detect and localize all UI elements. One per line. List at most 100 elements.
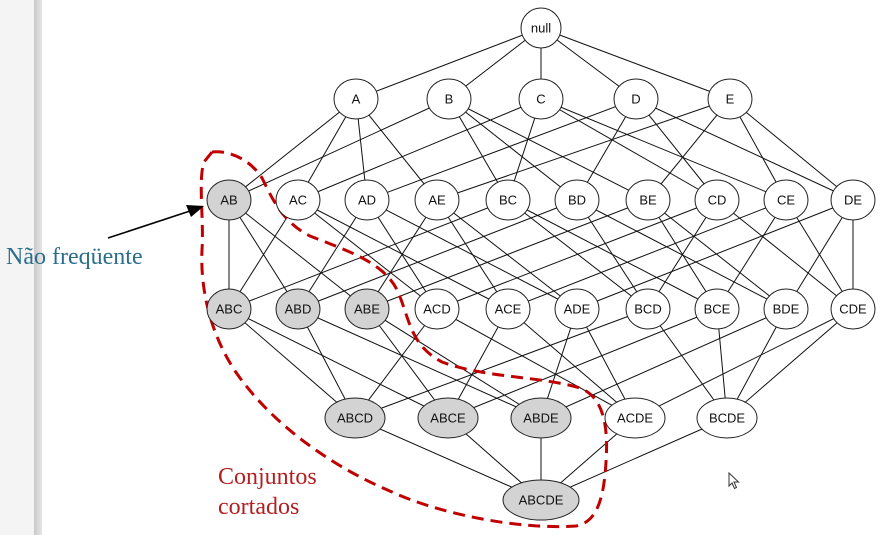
node-shape-ce: [763, 179, 809, 221]
edge-abe-abde: [366, 308, 542, 419]
node-label-cd: CD: [708, 193, 727, 208]
node-ac: AC: [275, 179, 321, 221]
node-cde: CDE: [830, 288, 876, 330]
node-label-cde: CDE: [839, 302, 867, 317]
node-label-acd: ACD: [423, 302, 450, 317]
node-ace: ACE: [485, 288, 531, 330]
node-label-abc: ABC: [216, 302, 243, 317]
node-b: B: [426, 78, 472, 120]
node-label-b: B: [445, 92, 454, 107]
node-shape-abcd: [324, 397, 386, 439]
edge-de-ade: [576, 199, 854, 310]
node-label-be: BE: [639, 193, 657, 208]
node-label-bcd: BCD: [634, 302, 661, 317]
edge-null-e: [540, 27, 731, 100]
node-shape-c: [518, 78, 564, 120]
node-shape-acd: [414, 288, 460, 330]
node-label-ab: AB: [220, 193, 237, 208]
node-label-ace: ACE: [495, 302, 522, 317]
edge-c-ac: [297, 98, 542, 201]
node-shape-abde: [510, 397, 572, 439]
node-bce: BCE: [694, 288, 740, 330]
node-label-abcde: ABCDE: [519, 493, 564, 508]
node-abce: ABCE: [417, 397, 479, 439]
edge-abc-abcd: [228, 308, 356, 419]
node-label-abde: ABDE: [523, 411, 559, 426]
node-label-e: E: [726, 92, 735, 107]
node-label-ae: AE: [428, 193, 446, 208]
edge-ce-ace: [507, 199, 787, 310]
node-label-ad: AD: [358, 193, 376, 208]
node-be: BE: [625, 179, 671, 221]
node-label-abce: ABCE: [430, 411, 466, 426]
pruned-caption: Conjuntos cortados: [218, 462, 317, 522]
node-shape-b: [426, 78, 472, 120]
edge-bd-abd: [297, 199, 578, 310]
node-shape-d: [613, 78, 659, 120]
node-ab: AB: [206, 179, 252, 221]
arrow-icon: [186, 205, 204, 217]
edge-abc-abce: [228, 308, 449, 419]
edge-c-cd: [540, 98, 718, 201]
node-de: DE: [830, 179, 876, 221]
node-shape-ade: [554, 288, 600, 330]
node-shape-bde: [763, 288, 809, 330]
edge-ad-abd: [297, 199, 368, 310]
node-shape-bcd: [625, 288, 671, 330]
edge-acd-acde: [436, 308, 636, 419]
node-abcde: ABCDE: [502, 479, 580, 521]
pruned-region-outline: [199, 150, 609, 529]
node-label-bce: BCE: [704, 302, 731, 317]
node-d: D: [613, 78, 659, 120]
node-shape-ad: [344, 179, 390, 221]
node-label-null: null: [531, 21, 551, 36]
edge-d-cd: [635, 98, 718, 201]
node-bcde: BCDE: [696, 397, 758, 439]
node-shape-bd: [554, 179, 600, 221]
infrequent-pointer-arrow: [107, 205, 204, 239]
node-shape-ac: [275, 179, 321, 221]
edge-ae-abe: [366, 199, 438, 310]
edge-b-bd: [448, 98, 578, 201]
edge-cde-acde: [634, 308, 854, 419]
node-label-ac: AC: [289, 193, 307, 208]
node-label-de: DE: [844, 193, 862, 208]
left-margin-panel: [0, 0, 34, 535]
edge-abcd-abcde: [354, 417, 542, 501]
pruned-caption-line-1: Conjuntos: [218, 464, 317, 490]
edge-bd-bcd: [576, 199, 649, 310]
edge-b-be: [448, 98, 649, 201]
node-label-a: A: [352, 92, 361, 107]
node-shape-abe: [344, 288, 390, 330]
node-shape-bc: [485, 179, 531, 221]
node-label-bd: BD: [568, 193, 586, 208]
node-ce: CE: [763, 179, 809, 221]
edge-cd-acd: [436, 199, 718, 310]
node-shape-bcde: [696, 397, 758, 439]
node-ae: AE: [414, 179, 460, 221]
edge-e-be: [647, 98, 731, 201]
node-abd: ABD: [275, 288, 321, 330]
edge-ae-ace: [436, 199, 509, 310]
edge-a-ae: [355, 98, 438, 201]
edge-cd-bcd: [647, 199, 718, 310]
node-bcd: BCD: [625, 288, 671, 330]
node-shape-ace: [485, 288, 531, 330]
node-label-bde: BDE: [773, 302, 800, 317]
edge-c-ce: [540, 98, 787, 201]
mouse-pointer-icon: [728, 472, 740, 490]
node-shape-abd: [275, 288, 321, 330]
node-abe: ABE: [344, 288, 390, 330]
edge-bd-bde: [576, 199, 787, 310]
node-label-ade: ADE: [564, 302, 591, 317]
node-e: E: [707, 78, 753, 120]
node-shape-null: [520, 7, 562, 49]
node-shape-acde: [604, 397, 666, 439]
node-label-abcd: ABCD: [337, 411, 373, 426]
edge-bcd-abcd: [354, 308, 649, 419]
edge-bc-abc: [228, 199, 509, 310]
edge-bcde-abcde: [540, 417, 728, 501]
edge-bce-abce: [447, 308, 718, 419]
node-shape-e: [707, 78, 753, 120]
